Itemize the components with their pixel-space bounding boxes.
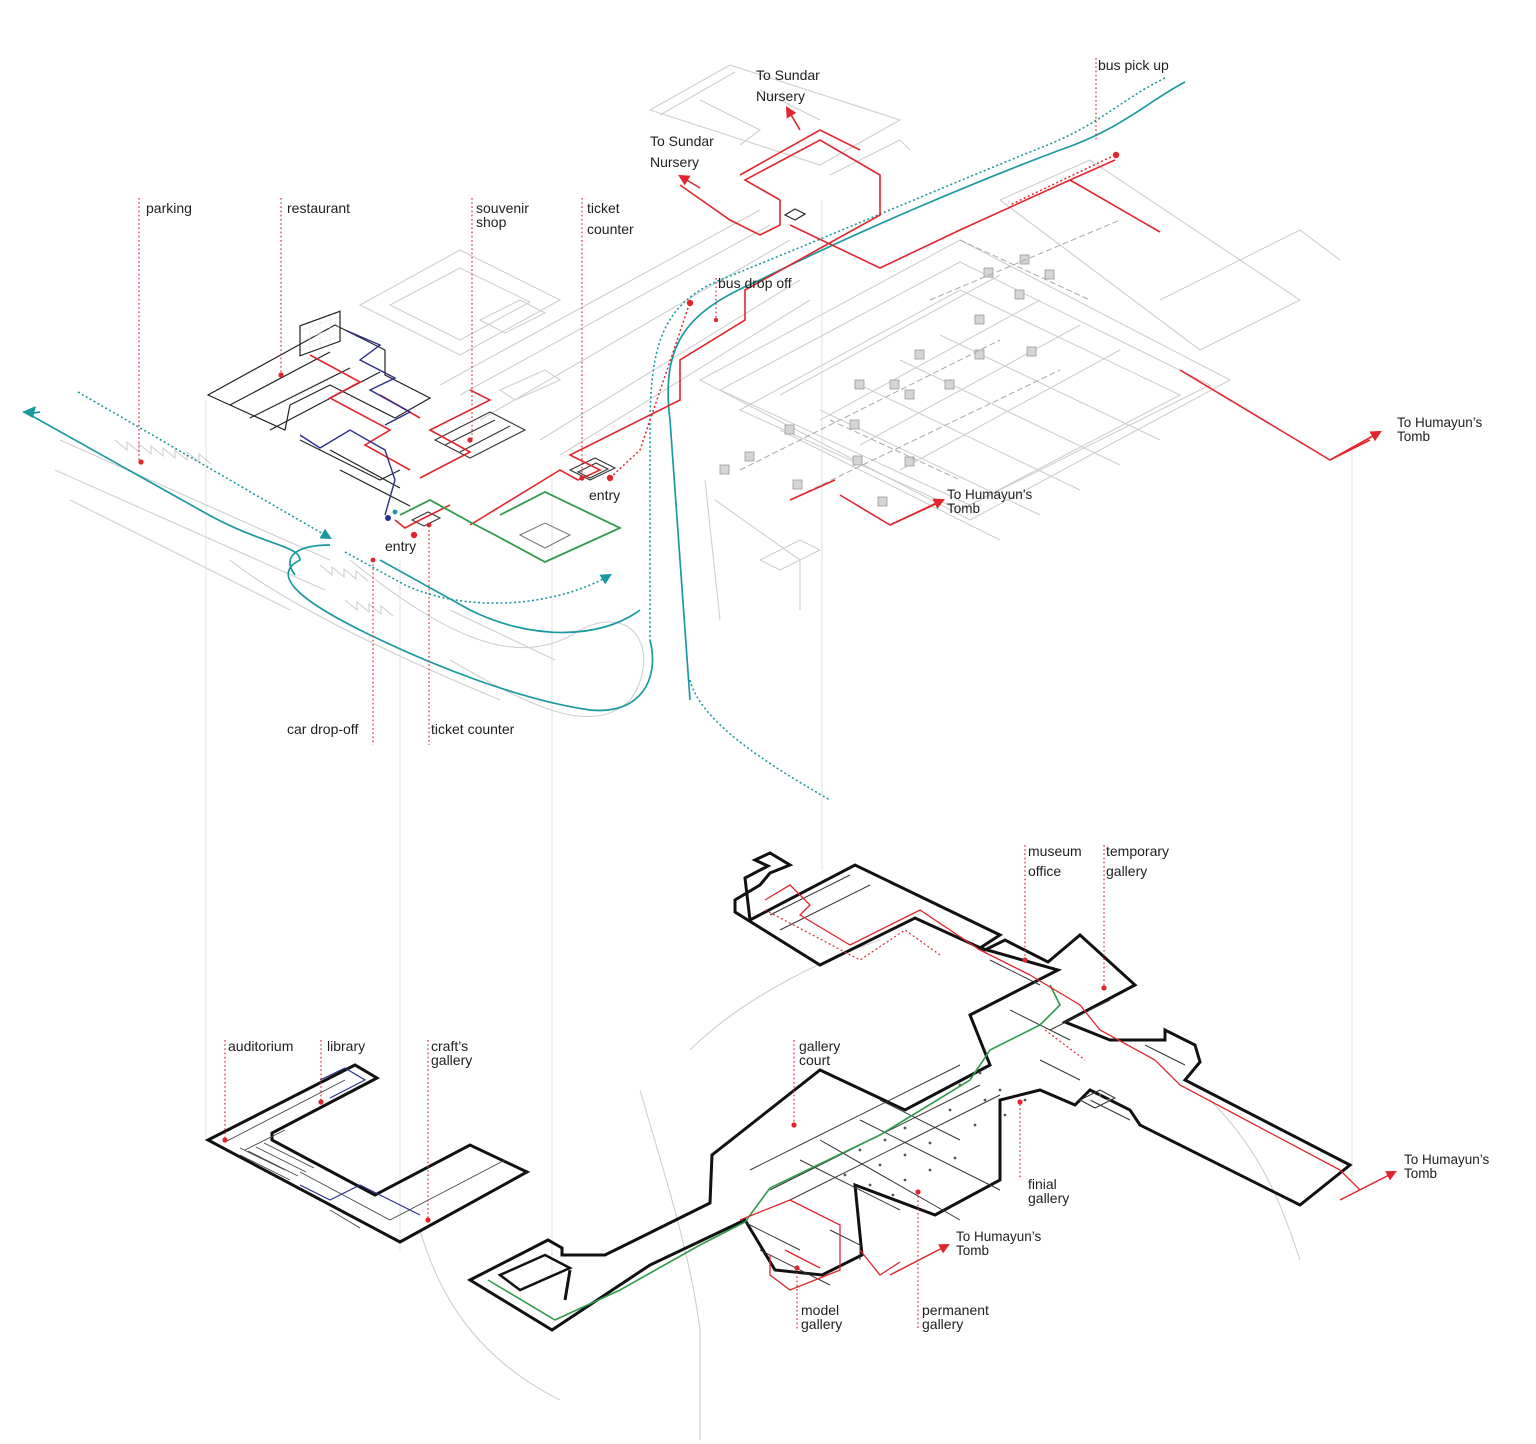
bus-route-arrowhead [22, 406, 36, 418]
restaurant-building [206, 310, 432, 507]
ticket-counter-kiosk [410, 457, 617, 527]
lower-green-route [487, 984, 1061, 1321]
label-souvenir-line2: shop [476, 214, 507, 230]
pedestrian-route-red [309, 129, 1371, 529]
lower-red-arrows [889, 1171, 1397, 1276]
museum-interior-walls [497, 874, 1186, 1301]
label-car-dropoff: car drop-off [287, 721, 359, 737]
label-entry-east: entry [589, 487, 621, 503]
projection-lines [205, 200, 1353, 1275]
label-humayun-c-line2: Tomb [956, 1243, 990, 1258]
label-ticket-line2: counter [587, 221, 634, 237]
label-model-line1: model [801, 1302, 840, 1318]
label-ticket-counter-lower: ticket counter [431, 721, 515, 737]
label-humayun-a-line1: To Humayun’s [1397, 415, 1483, 430]
gallery-kiosk [518, 522, 572, 549]
label-sundar-a-line2: Nursery [756, 88, 806, 104]
label-temporary-line1: temporary [1106, 843, 1170, 859]
label-parking: parking [146, 200, 192, 216]
label-sundar-a-line1: To Sundar [756, 67, 820, 83]
label-sundar-b-line2: Nursery [650, 154, 700, 170]
label-humayun-d-line1: To Humayun’s [1404, 1152, 1490, 1167]
label-library: library [327, 1038, 366, 1054]
label-entry-west: entry [385, 538, 417, 554]
pedestrian-route-red-dotted [609, 154, 1116, 479]
lower-left-building [204, 1063, 531, 1244]
label-temporary-line2: gallery [1106, 863, 1148, 879]
garden-diagonal-paths [739, 219, 1121, 501]
label-model-line2: gallery [801, 1316, 843, 1332]
label-humayun-b-line1: To Humayun’s [947, 487, 1033, 502]
label-crafts-line2: gallery [431, 1052, 473, 1068]
label-crafts-line1: craft’s [431, 1038, 469, 1054]
label-humayun-a-line2: Tomb [1397, 429, 1431, 444]
museum-building-outline [466, 851, 1353, 1332]
label-auditorium: auditorium [228, 1038, 294, 1054]
garden-pavilions [719, 254, 1055, 507]
label-bus-pickup: bus pick up [1098, 57, 1169, 73]
accessible-route-green [399, 490, 623, 564]
label-permanent-line2: gallery [922, 1316, 964, 1332]
vehicle-route-teal-solid [24, 81, 1186, 712]
label-sundar-b-line1: To Sundar [650, 133, 714, 149]
label-finial-line2: gallery [1028, 1190, 1070, 1206]
label-permanent-line1: permanent [922, 1302, 989, 1318]
label-humayun-d-line2: Tomb [1404, 1166, 1438, 1181]
label-ticket-line1: ticket [587, 200, 620, 216]
label-museum-office-line1: museum [1028, 843, 1082, 859]
leader-lines [138, 58, 1105, 1330]
label-restaurant: restaurant [287, 200, 351, 216]
bus-route-teal-dotted [649, 77, 1166, 801]
north-kiosk [783, 208, 807, 221]
lower-red-dotted [764, 909, 1086, 1061]
label-gallery-court-line1: gallery [799, 1038, 841, 1054]
souvenir-shop-building [433, 411, 527, 459]
leader-dots [138, 151, 1120, 1271]
lower-left-blue-route [299, 1067, 421, 1216]
label-humayun-c-line1: To Humayun’s [956, 1229, 1042, 1244]
entry-markers [385, 509, 398, 521]
service-route-blue [299, 329, 412, 516]
pedestrian-route-red-arrows [678, 106, 1382, 526]
vehicle-route-teal [77, 391, 612, 604]
lower-red-route [739, 884, 1361, 1291]
label-bus-dropoff: bus drop off [718, 275, 792, 291]
label-gallery-court-line2: court [799, 1052, 831, 1068]
label-finial-line1: finial [1028, 1176, 1057, 1192]
label-souvenir-line1: souvenir [476, 200, 529, 216]
label-museum-office-line2: office [1028, 863, 1062, 879]
site-context-grey [54, 64, 1341, 1440]
label-humayun-b-line2: Tomb [947, 501, 981, 516]
